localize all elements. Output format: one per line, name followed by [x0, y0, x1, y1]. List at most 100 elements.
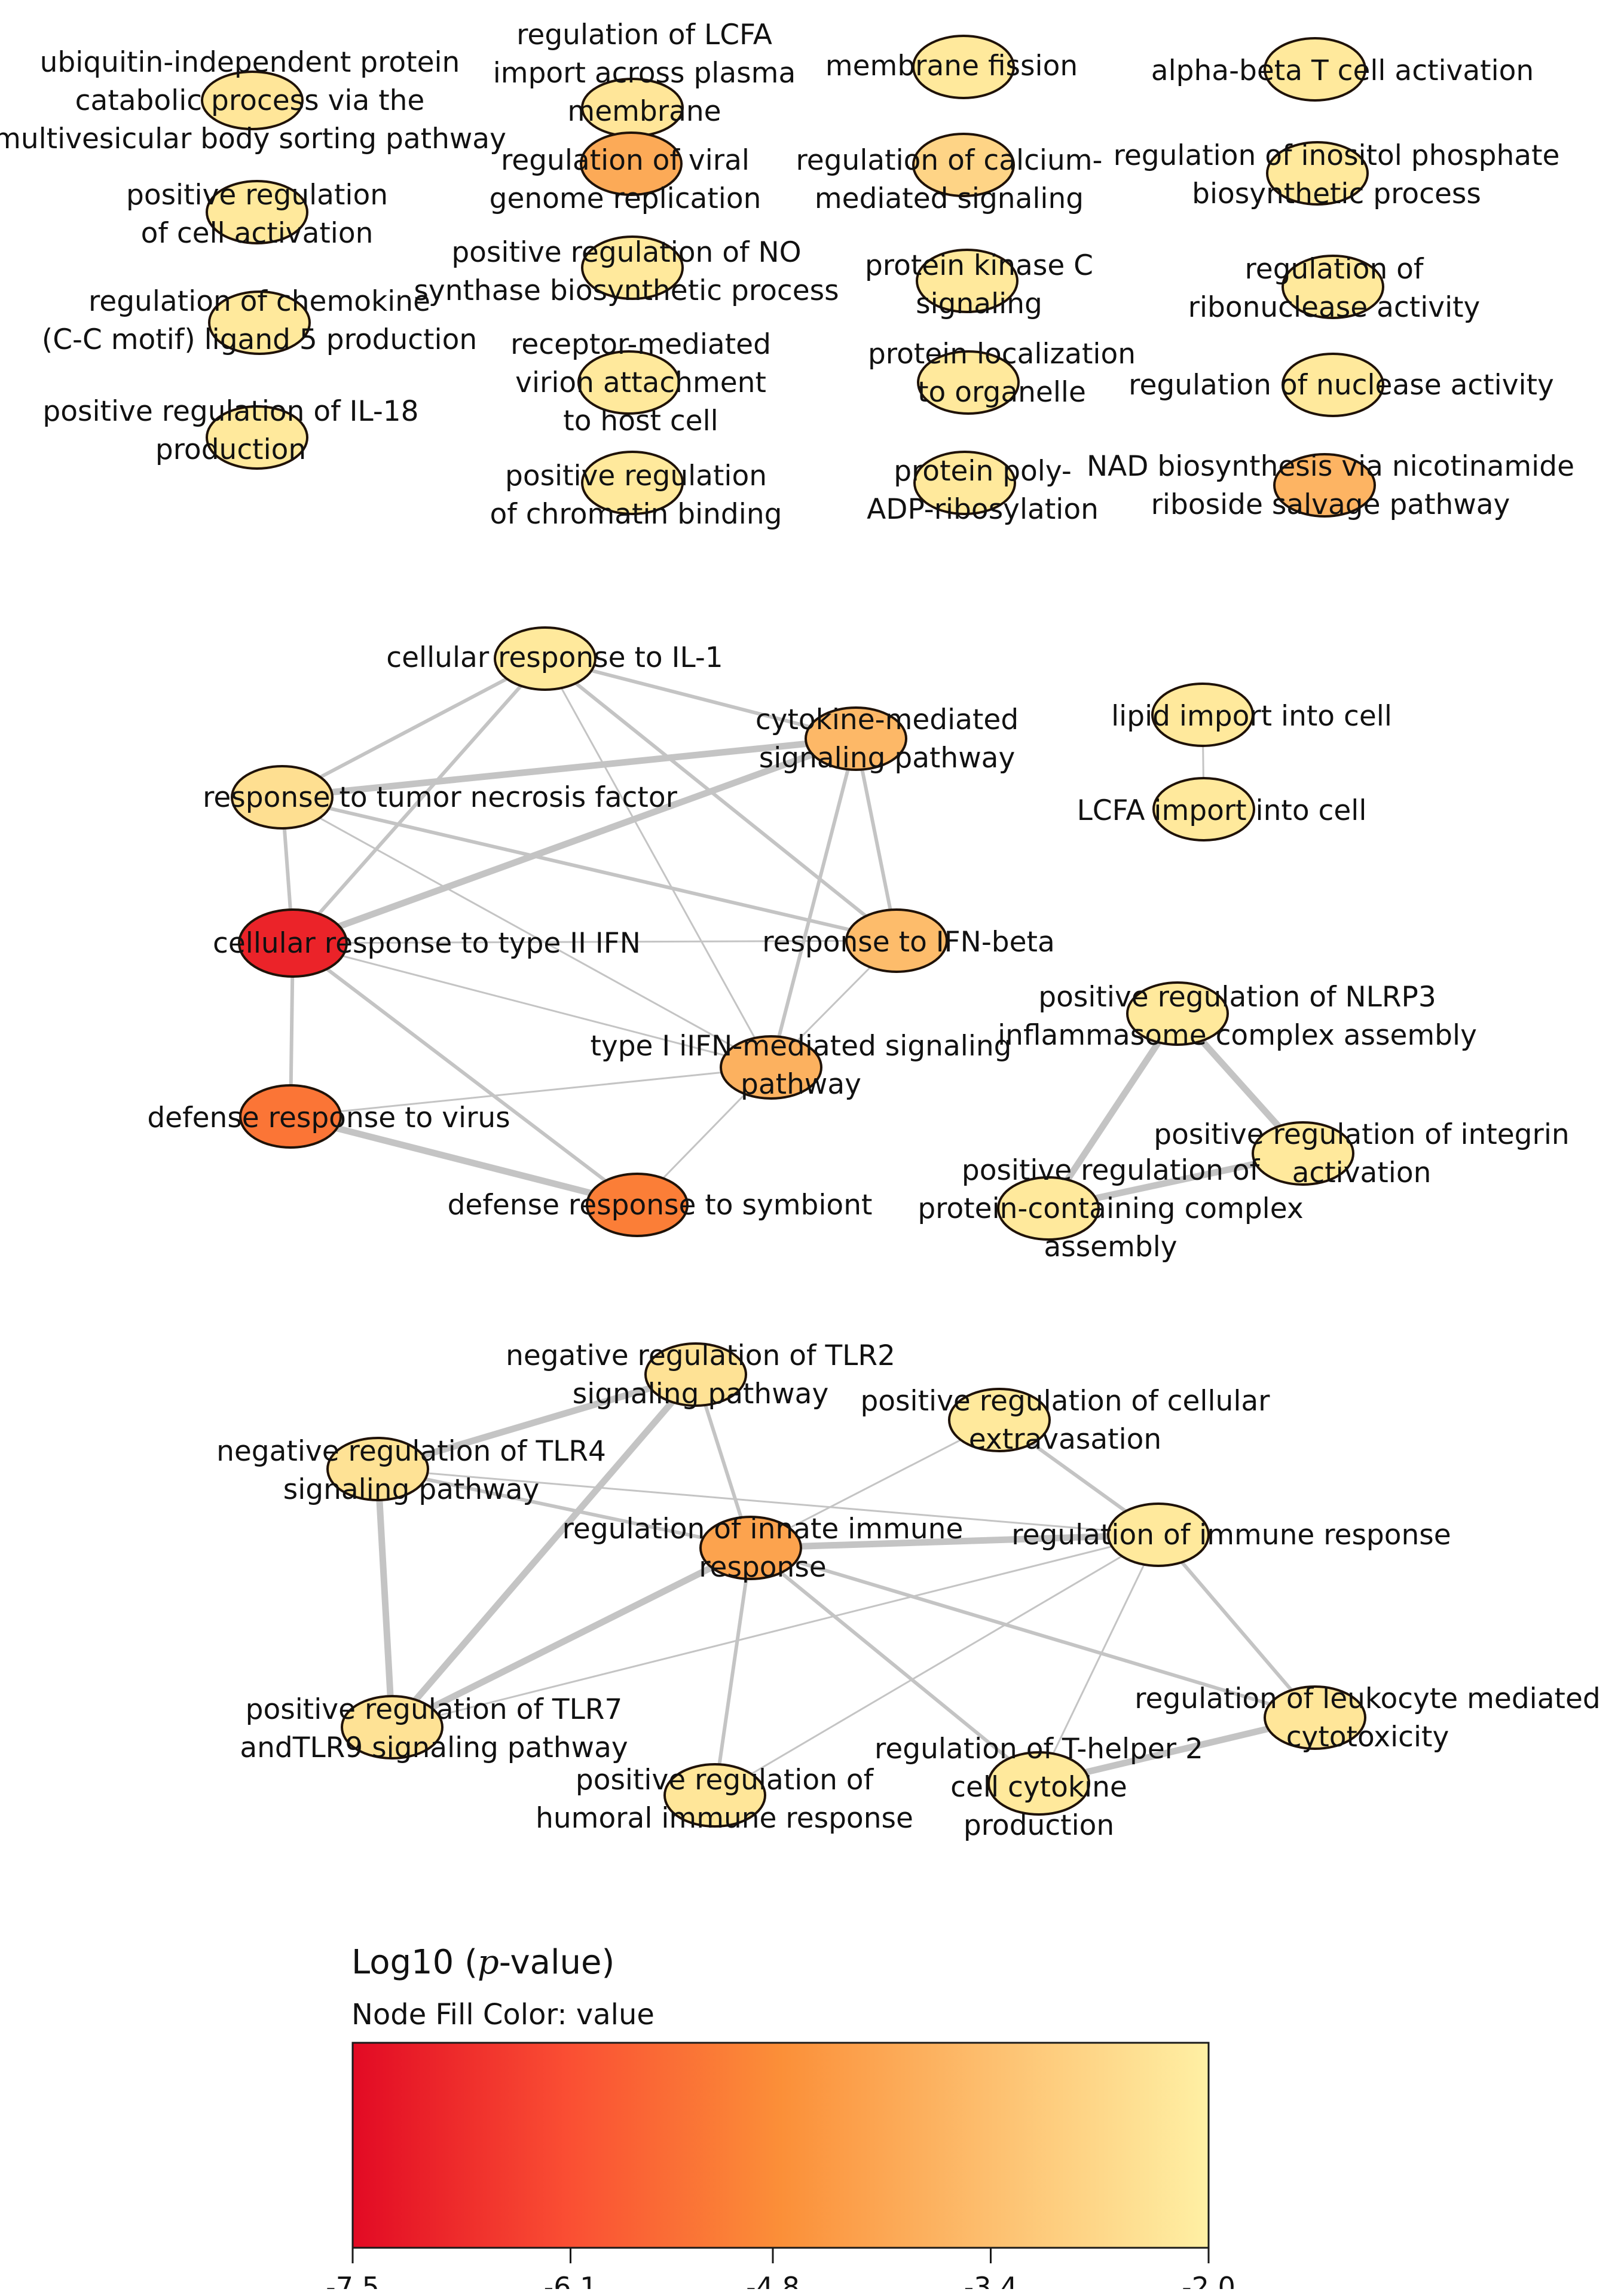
node-label-n14: protein poly-ADP-ribosylation — [867, 455, 1099, 526]
node-label-line: regulation of T-helper 2 — [874, 1733, 1203, 1765]
node-n28[interactable] — [1151, 683, 1254, 747]
node-label-line: to host cell — [563, 405, 718, 437]
node-n19[interactable] — [1273, 453, 1376, 518]
node-n13[interactable] — [917, 350, 1020, 415]
node-n34[interactable] — [948, 1388, 1051, 1452]
edge-n21-n25 — [769, 737, 858, 1069]
node-label-line: positive regulation of — [576, 1764, 874, 1797]
node-n9[interactable] — [581, 451, 684, 515]
node-label-line: defense response to symbiont — [448, 1189, 873, 1222]
node-n18[interactable] — [1282, 353, 1384, 417]
node-n29[interactable] — [1152, 777, 1255, 841]
node-n4[interactable] — [206, 405, 308, 470]
node-n24[interactable] — [845, 908, 948, 973]
node-n6[interactable] — [580, 131, 683, 196]
node-label-line: cellular response to type II IFN — [213, 927, 641, 960]
edge-n35-n37 — [377, 1468, 1160, 1536]
node-n7[interactable] — [581, 235, 684, 300]
edge-n37-n40 — [1038, 1534, 1160, 1785]
node-n25[interactable] — [720, 1035, 822, 1100]
node-label-line: riboside salvage pathway — [1151, 488, 1510, 521]
node-n21[interactable] — [805, 706, 907, 771]
node-label-line: regulation of leukocyte mediated — [1134, 1682, 1600, 1715]
node-n1[interactable] — [201, 71, 304, 130]
node-n41[interactable] — [663, 1763, 766, 1828]
node-n17[interactable] — [1282, 255, 1384, 319]
node-n32[interactable] — [997, 1176, 1100, 1241]
node-label-n18: regulation of nuclease activity — [1128, 369, 1554, 402]
node-label-line: response — [699, 1551, 826, 1584]
node-n16[interactable] — [1266, 141, 1369, 206]
tick-label: -6.1 — [544, 2271, 598, 2289]
edge-n23-n21 — [289, 735, 860, 947]
node-n22[interactable] — [231, 765, 334, 830]
tick-label: -7.5 — [326, 2271, 380, 2289]
legend-title: Log10 (p-value) — [351, 1943, 614, 1982]
edge-n38-n36 — [389, 1544, 754, 1731]
edge-n23-n24 — [292, 940, 898, 944]
node-label-line: extravasation — [969, 1423, 1161, 1456]
node-n33[interactable] — [644, 1342, 747, 1407]
node-label-line: cytotoxicity — [1286, 1721, 1449, 1754]
node-label-line: alpha-beta T cell activation — [1151, 54, 1534, 87]
node-n20[interactable] — [494, 626, 597, 691]
node-n38[interactable] — [341, 1695, 444, 1759]
tick-label: -4.8 — [746, 2271, 800, 2289]
node-label-n23: cellular response to type II IFN — [213, 927, 641, 960]
edge-n33-n38 — [389, 1371, 699, 1731]
node-label-line: production — [964, 1809, 1114, 1842]
node-n37[interactable] — [1107, 1503, 1210, 1567]
node-label-n11: regulation of calcium-mediated signaling — [796, 144, 1102, 215]
node-n3[interactable] — [208, 290, 311, 355]
node-n12[interactable] — [916, 249, 1019, 313]
node-n8[interactable] — [577, 350, 680, 415]
node-n26[interactable] — [239, 1084, 342, 1149]
node-label-line: positive regulation of — [962, 1154, 1261, 1187]
node-label-line: negative regulation of TLR2 — [506, 1339, 895, 1372]
node-label-line: protein poly- — [894, 455, 1072, 488]
node-n30[interactable] — [1126, 981, 1229, 1046]
edge-n26-n25 — [289, 1066, 772, 1118]
node-n23[interactable] — [238, 908, 348, 978]
node-label-line: andTLR9 signaling pathway — [240, 1731, 628, 1764]
edge-n20-n22 — [280, 657, 547, 799]
node-label-line: defense response to virus — [147, 1101, 510, 1134]
node-label-line: regulation of viral — [501, 144, 750, 177]
edge-n20-n23 — [291, 657, 547, 945]
node-n40[interactable] — [987, 1751, 1090, 1816]
node-label-line: synthase biosynthetic process — [414, 274, 839, 307]
edge-n38-n37 — [391, 1534, 1160, 1728]
node-n35[interactable] — [326, 1437, 429, 1501]
color-scale-ticks: -7.5-6.1-4.8-3.4-2.0 — [326, 2248, 1235, 2292]
edge-n30-n32 — [1045, 1010, 1181, 1212]
node-label-line: production — [155, 433, 306, 466]
node-n10[interactable] — [912, 35, 1015, 99]
node-label-n10: membrane fission — [825, 50, 1078, 82]
node-n2[interactable] — [206, 180, 308, 244]
edge-n23-n27 — [291, 941, 639, 1207]
node-n15[interactable] — [1264, 37, 1366, 102]
node-label-n37: regulation of immune response — [1011, 1519, 1451, 1552]
node-n27[interactable] — [586, 1173, 689, 1237]
node-n14[interactable] — [913, 451, 1016, 515]
node-label-line: response to IFN-beta — [762, 926, 1055, 959]
node-label-line: virion attachment — [515, 366, 766, 399]
node-n31[interactable] — [1252, 1121, 1354, 1186]
node-label-line: signaling pathway — [283, 1473, 540, 1506]
node-n11[interactable] — [912, 133, 1015, 197]
node-n39[interactable] — [1264, 1685, 1366, 1750]
node-n36[interactable] — [699, 1516, 802, 1580]
node-label-n20: cellular response to IL-1 — [386, 641, 723, 674]
